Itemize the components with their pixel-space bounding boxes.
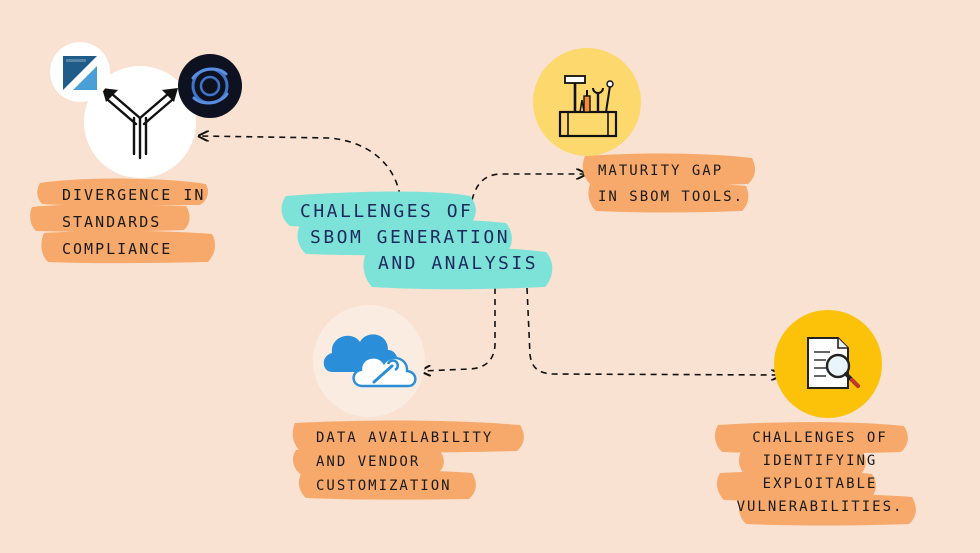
exploitable-line-1: Challenges of <box>752 430 888 446</box>
document-search-icon <box>774 310 882 418</box>
divergence-line-3: compliance <box>62 240 173 258</box>
data-availability-line-1: Data availability <box>316 430 494 446</box>
maturity-line-1: Maturity gap <box>598 163 724 179</box>
divergence-line-1: Divergence in <box>62 186 206 204</box>
swirl-logo-icon <box>178 54 242 118</box>
connector-to-data-availability <box>422 288 496 371</box>
exploitable-label: Challenges of identifying exploitable vu… <box>720 427 920 519</box>
connector-to-exploitable <box>526 287 780 375</box>
data-availability-line-3: customization <box>316 478 452 494</box>
exploitable-highlight <box>714 422 916 526</box>
center-line-3: and analysis <box>378 253 539 274</box>
maturity-highlight <box>582 153 756 213</box>
connector-to-maturity <box>471 174 585 201</box>
divergence-line-2: standards <box>62 213 162 231</box>
data-availability-label: Data availability and vendor customizati… <box>316 426 493 498</box>
center-label: Challenges of SBOM generation and analys… <box>290 199 540 277</box>
exploitable-line-4: vulnerabilities. <box>736 499 904 515</box>
toolbox-icon <box>533 48 641 156</box>
data-availability-line-2: and vendor <box>316 454 421 470</box>
center-line-1: Challenges of <box>300 201 474 222</box>
maturity-label: Maturity gap in SBOM tools. <box>598 158 744 210</box>
center-line-2: SBOM generation <box>310 227 511 248</box>
merge-arrows-icon <box>84 66 196 178</box>
divergence-highlight <box>30 178 216 264</box>
divergence-label: Divergence in standards compliance <box>62 182 205 263</box>
logo-square-icon <box>50 42 110 102</box>
data-availability-highlight <box>292 420 524 500</box>
center-highlight <box>281 191 553 290</box>
cloud-wrench-icon <box>313 305 425 417</box>
connector-to-divergence <box>200 136 401 197</box>
maturity-line-2: in SBOM tools. <box>598 189 745 205</box>
exploitable-line-3: exploitable <box>762 476 878 492</box>
exploitable-line-2: identifying <box>762 453 878 469</box>
